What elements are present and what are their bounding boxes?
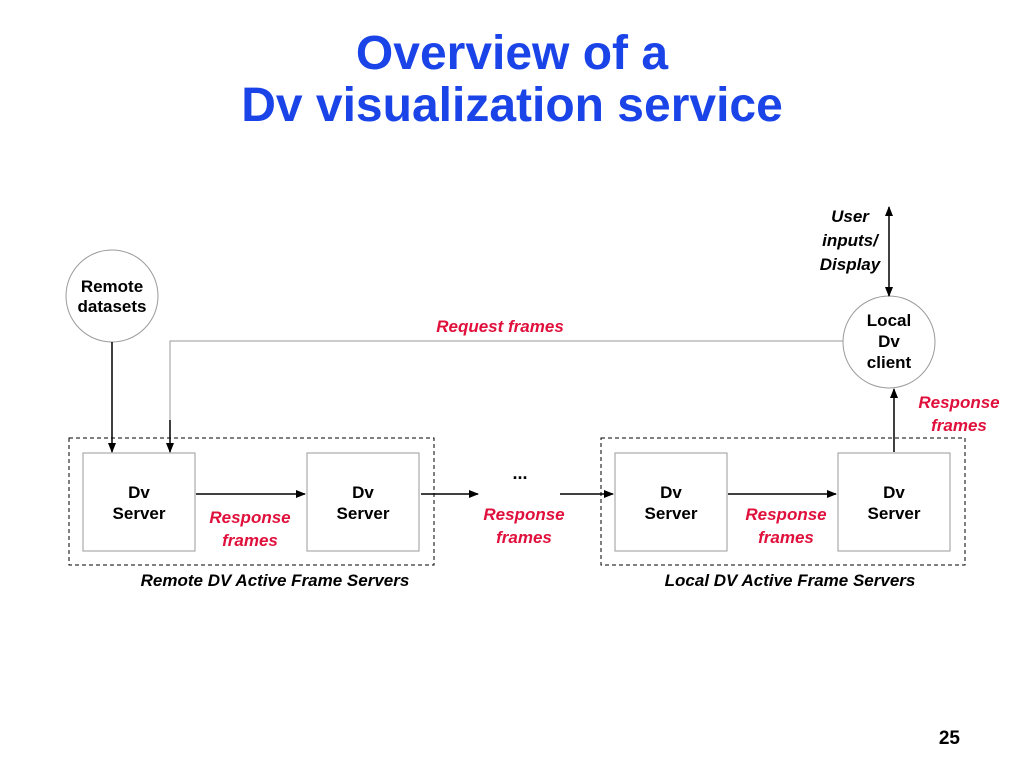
slide-title-line-1: Overview of a [355,27,669,80]
local-dv-server-1-box [614,452,728,552]
slide-title-line-2: Dv visualization service [241,79,783,132]
local-dv-server-2-label: Dv Server [838,482,950,524]
response-frames-line-2: frames [758,528,814,547]
response-frames-line-2: frames [222,531,278,550]
response-frames-line-1: Response [745,505,827,524]
local-client-line-2: Dv [878,332,900,351]
remote-dv-server-1-box [82,452,196,552]
remote-servers-group-box [68,437,435,566]
remote-dv-server-2-label: Dv Server [307,482,419,524]
ellipsis-label: ... [512,463,528,483]
local-dv-client-label: Local Dv client [839,310,939,373]
remote-dv-server-2-box [306,452,420,552]
server-label-line-1: Dv [128,483,150,502]
response-frames-label-remote: Response frames [190,506,310,552]
server-label-line-2: Server [644,504,698,523]
user-inputs-line-1: User [831,207,869,226]
server-label-line-2: Server [112,504,166,523]
server-label-line-1: Dv [660,483,682,502]
response-frames-label-local: Response frames [726,503,846,549]
remote-datasets-line-1: Remote [80,277,144,296]
request-frames-line [169,340,843,451]
user-inputs-line-3: Display [819,255,881,274]
server-label-line-1: Dv [883,483,905,502]
user-inputs-line-2: inputs/ [822,231,878,250]
response-frames-line-1: Response [483,505,565,524]
user-inputs-display-label: User inputs/ Display [800,205,900,277]
response-frames-line-2: frames [931,416,987,435]
response-frames-label-middle: Response frames [464,503,584,549]
remote-datasets-line-2: datasets [77,297,147,316]
response-frames-label-client: Response frames [899,391,1019,437]
server-label-line-2: Server [336,504,390,523]
request-frames-label: Request frames [436,317,564,336]
local-dv-server-1-label: Dv Server [615,482,727,524]
local-client-line-3: client [866,353,912,372]
local-dv-server-2-box [837,452,951,552]
slide-title: Overview of a Dv visualization service [0,28,1024,132]
response-frames-line-1: Response [918,393,1000,412]
remote-group-caption: Remote DV Active Frame Servers [140,571,410,590]
response-frames-line-2: frames [496,528,552,547]
local-client-line-1: Local [866,311,912,330]
local-group-caption: Local DV Active Frame Servers [664,571,916,590]
response-frames-line-1: Response [209,508,291,527]
server-label-line-1: Dv [352,483,374,502]
page-number: 25 [938,728,960,749]
remote-dv-server-1-label: Dv Server [83,482,195,524]
local-servers-group-box [600,437,966,566]
remote-datasets-label: Remote datasets [62,277,162,317]
server-label-line-2: Server [867,504,921,523]
